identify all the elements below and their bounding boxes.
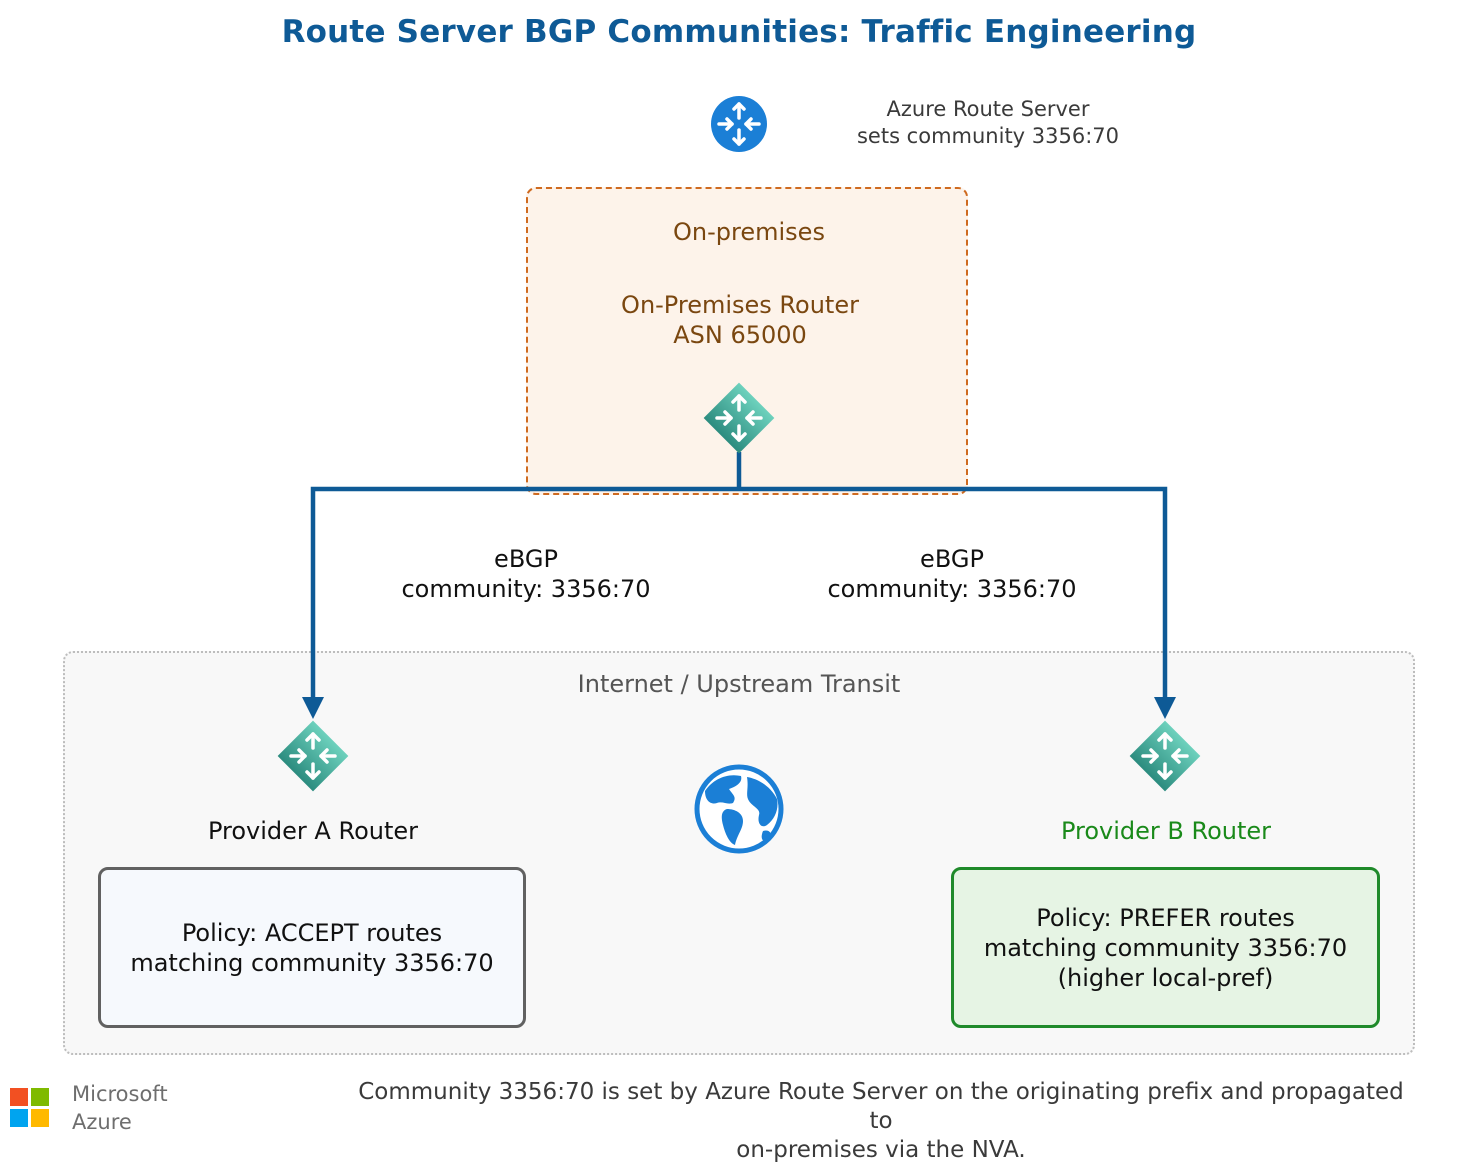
footer-note-line: Community 3356:70 is set by Azure Route … — [358, 1079, 1404, 1134]
on-premises-router-icon — [703, 382, 775, 454]
provider-b-router-icon — [1129, 720, 1201, 792]
on-premises-router-asn: ASN 65000 — [673, 321, 807, 349]
route-server-label: Azure Route Server sets community 3356:7… — [838, 96, 1138, 150]
on-premises-router-label: On-Premises Router ASN 65000 — [526, 290, 954, 350]
provider-b-policy-box: Policy: PREFER routes matching community… — [951, 867, 1380, 1028]
provider-a-router-label: Provider A Router — [207, 817, 419, 845]
on-premises-router-name: On-Premises Router — [621, 291, 859, 319]
microsoft-azure-brand: Microsoft Azure — [72, 1080, 168, 1136]
edge-community: community: 3356:70 — [401, 575, 651, 603]
provider-a-policy-box: Policy: ACCEPT routes matching community… — [98, 867, 526, 1028]
policy-line: (higher local-pref) — [1057, 963, 1274, 992]
internet-group-label: Internet / Upstream Transit — [577, 670, 901, 698]
brand-line: Azure — [72, 1110, 132, 1134]
footer-note: Community 3356:70 is set by Azure Route … — [350, 1078, 1412, 1165]
edge-protocol: eBGP — [920, 545, 984, 573]
connector-lines — [310, 452, 1168, 702]
provider-a-router-icon — [277, 720, 349, 792]
arrowhead-to-provider-a — [302, 697, 324, 719]
policy-line: matching community 3356:70 — [130, 948, 494, 977]
diagram-title: Route Server BGP Communities: Traffic En… — [281, 14, 1197, 50]
arrowhead-to-provider-b — [1154, 697, 1176, 719]
microsoft-logo-icon — [10, 1088, 49, 1127]
route-server-icon — [711, 96, 767, 152]
edge-community: community: 3356:70 — [827, 575, 1077, 603]
route-server-community-note: sets community 3356:70 — [856, 124, 1120, 148]
footer-note-line: on-premises via the NVA. — [736, 1137, 1026, 1163]
brand-line: Microsoft — [72, 1082, 168, 1106]
policy-line: Policy: PREFER routes — [1036, 903, 1295, 932]
globe-icon — [694, 764, 784, 854]
edge-label-provider-b: eBGP community: 3356:70 — [792, 544, 1112, 604]
edge-label-provider-a: eBGP community: 3356:70 — [366, 544, 686, 604]
on-premises-group-label: On-premises — [673, 218, 825, 246]
route-server-name: Azure Route Server — [886, 97, 1090, 121]
provider-b-router-label: Provider B Router — [1060, 817, 1272, 845]
policy-line: Policy: ACCEPT routes — [181, 918, 443, 947]
policy-line: matching community 3356:70 — [983, 933, 1348, 962]
edge-protocol: eBGP — [494, 545, 558, 573]
